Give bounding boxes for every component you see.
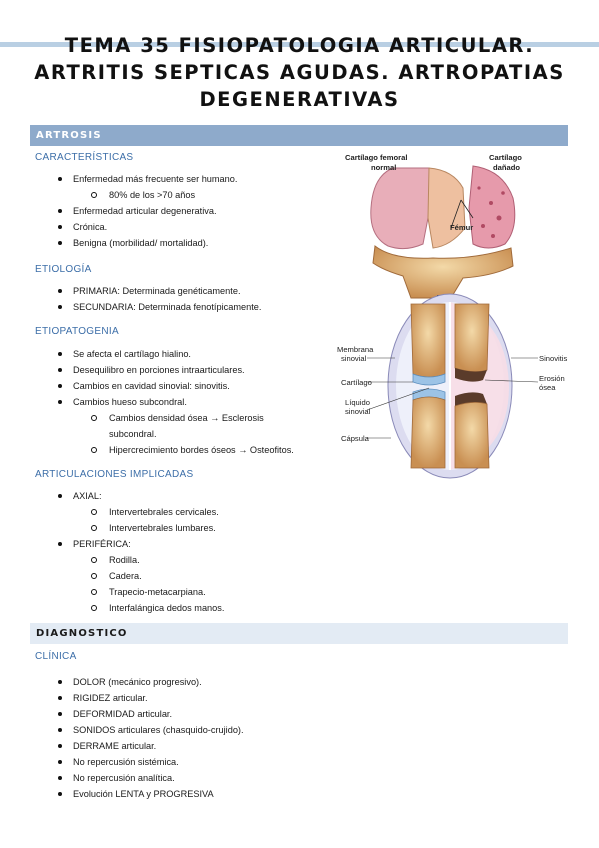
title-line-3: DEGENERATIVAS [199, 88, 400, 111]
list-item: Trapecio-metacarpiana. [55, 584, 224, 600]
list-item: PERIFÉRICA: [55, 536, 224, 552]
list-item: Intervertebrales lumbares. [55, 520, 224, 536]
list-item-continuation: subcondral. [109, 429, 157, 439]
list-item: PRIMARIA: Determinada genéticamente. [55, 283, 261, 299]
label-membrana-1: Membrana [337, 345, 374, 354]
list-item: Cambios en cavidad sinovial: sinovitis. [55, 378, 294, 394]
label-liquido-1: Líquido [345, 398, 370, 407]
list-clinica: DOLOR (mecánico progresivo). RIGIDEZ art… [55, 674, 244, 802]
list-item: Evolución LENTA y PROGRESIVA [55, 786, 244, 802]
list-item: Enfermedad articular degenerativa. [55, 203, 237, 219]
heading-articulaciones: ARTICULACIONES IMPLICADAS [35, 469, 194, 480]
list-etiologia: PRIMARIA: Determinada genéticamente. SEC… [55, 283, 261, 315]
list-caracteristicas: Enfermedad más frecuente ser humano. 80%… [55, 171, 237, 251]
heading-etiopatogenia: ETIOPATOGENIA [35, 326, 119, 337]
section-band-artrosis: ARTROSIS [30, 125, 568, 146]
list-item: Crónica. [55, 219, 237, 235]
list-articulaciones: AXIAL: Intervertebrales cervicales. Inte… [55, 488, 224, 616]
list-etiopatogenia: Se afecta el cartílago hialino. Desequil… [55, 346, 294, 458]
list-item: Cadera. [55, 568, 224, 584]
list-item: Rodilla. [55, 552, 224, 568]
title-line-1: TEMA 35 FISIOPATOLOGIA ARTICULAR. [64, 34, 535, 57]
list-item: RIGIDEZ articular. [55, 690, 244, 706]
list-item: Cambios hueso subcondral. [55, 394, 294, 410]
list-item: SECUNDARIA: Determinada fenotípicamente. [55, 299, 261, 315]
label-cartilago-danado-2: dañado [493, 163, 520, 172]
label-femur: Fémur [450, 223, 473, 232]
list-item: No repercusión analítica. [55, 770, 244, 786]
list-item: Benigna (morbilidad/ mortalidad). [55, 235, 237, 251]
knee-joint-illustration: Cartílago femoral normal Cartílago dañad… [333, 148, 568, 486]
label-cartilago-normal-1: Cartílago femoral [345, 153, 407, 162]
heading-caracteristicas: CARACTERÍSTICAS [35, 152, 134, 163]
label-liquido-2: sinovial [345, 407, 371, 416]
list-item: 80% de los >70 años [55, 187, 237, 203]
list-item: No repercusión sistémica. [55, 754, 244, 770]
title-line-2: ARTRITIS SEPTICAS AGUDAS. ARTROPATIAS [34, 61, 565, 84]
label-cartilago-danado-1: Cartílago [489, 153, 522, 162]
list-item: Se afecta el cartílago hialino. [55, 346, 294, 362]
label-capsula: Cápsula [341, 434, 370, 443]
list-item: DOLOR (mecánico progresivo). [55, 674, 244, 690]
list-item: AXIAL: [55, 488, 224, 504]
list-item: Intervertebrales cervicales. [55, 504, 224, 520]
joint-schematic [366, 293, 539, 479]
heading-etiologia: ETIOLOGÍA [35, 264, 92, 275]
list-item: Cambios densidad ósea → Esclerosis [55, 410, 294, 426]
label-cartilago: Cartílago [341, 378, 372, 387]
list-item: Enfermedad más frecuente ser humano. [55, 171, 237, 187]
list-item: Hipercrecimiento bordes óseos → Osteofit… [55, 442, 294, 458]
top-rule [0, 42, 599, 47]
heading-clinica: CLÍNICA [35, 651, 77, 662]
list-item: DERRAME articular. [55, 738, 244, 754]
label-erosion-1: Erosión [539, 374, 565, 383]
label-membrana-2: sinovial [341, 354, 367, 363]
page-title: TEMA 35 FISIOPATOLOGIA ARTICULAR. ARTRIT… [0, 32, 599, 113]
knee-3d-view [370, 165, 516, 299]
list-item: Interfalángica dedos manos. [55, 600, 224, 616]
list-item: DEFORMIDAD articular. [55, 706, 244, 722]
label-sinovitis: Sinovitis [539, 354, 567, 363]
label-cartilago-normal-2: normal [371, 163, 396, 172]
list-item: Desequilibro en porciones intraarticular… [55, 362, 294, 378]
section-band-diagnostico: DIAGNOSTICO [30, 623, 568, 644]
list-item: SONIDOS articulares (chasquido-crujido). [55, 722, 244, 738]
label-erosion-2: ósea [539, 383, 556, 392]
